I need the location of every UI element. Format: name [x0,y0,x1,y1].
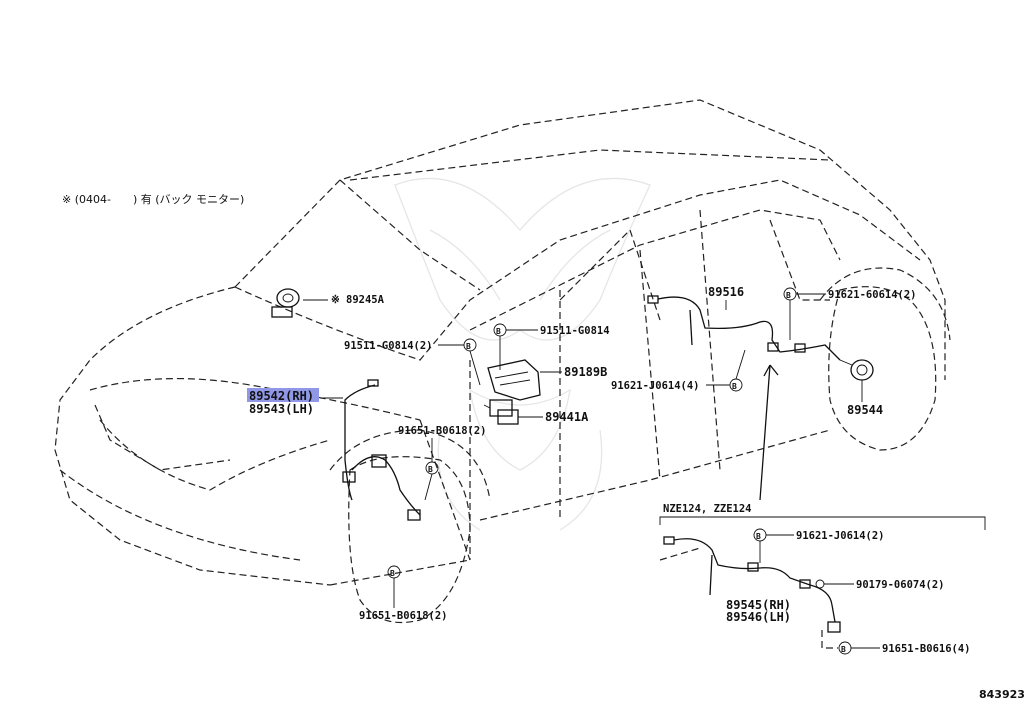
bolt-icon: B [756,532,761,541]
label-91621-j0614-inset[interactable]: 91621-J0614(2) [796,530,885,542]
bolt-icon: B [390,569,395,578]
part-89245A-drawing [271,288,300,318]
diagram-id: 843923 [979,688,1024,701]
label-89542[interactable]: 89542(RH) [249,389,314,403]
label-89544[interactable]: 89544 [847,403,883,417]
label-91511-left[interactable]: 91511-G0814(2) [344,340,433,352]
label-91651-lower[interactable]: 91651-B0618(2) [359,610,448,622]
label-91651-upper[interactable]: 91651-B0618(2) [398,425,487,437]
vehicle-outline [54,99,951,624]
part-89516-drawing [647,295,841,361]
label-91621-mid[interactable]: 91621-J0614(4) [611,380,700,392]
part-89542-drawing [342,379,421,521]
label-89441A[interactable]: 89441A [545,410,589,424]
bolt-icon: B [732,382,737,391]
highlight-89542 [247,388,319,402]
bolt-icon: B [428,465,433,474]
variant-note: ※ (0404- ) 有 (バック モニター) [62,192,244,206]
inset-pointer-arrow [759,364,779,501]
inset-label: NZE124, ZZE124 [663,503,752,515]
label-89546[interactable]: 89546(LH) [726,610,791,624]
clip-icon [815,579,825,589]
label-89545[interactable]: 89545(RH) [726,598,791,612]
label-91511-top[interactable]: 91511-G0814 [540,325,610,337]
watermark-logo [394,177,651,531]
bolt-icon: B [786,291,791,300]
mark-89245A: ※ [331,294,340,306]
part-89189B-drawing [487,359,541,401]
part-89544-drawing [839,359,874,381]
label-91651-b0616[interactable]: 91651-B0616(4) [882,643,971,655]
bolt-icon: B [466,342,471,351]
label-89189B[interactable]: 89189B [564,365,607,379]
bolt-icon: B [841,645,846,654]
part-89545-drawing [663,536,841,633]
inset-leader-dashed [821,630,838,649]
label-90179[interactable]: 90179-06074(2) [856,579,945,591]
part-89441A-drawing [483,399,519,425]
inset-bracket [659,516,986,530]
label-91621-60614[interactable]: 91621-60614(2) [828,289,917,301]
label-89245A[interactable]: 89245A [346,294,385,306]
label-89516[interactable]: 89516 [708,285,744,299]
bolt-icon: B [496,327,501,336]
label-89543[interactable]: 89543(LH) [249,402,314,416]
